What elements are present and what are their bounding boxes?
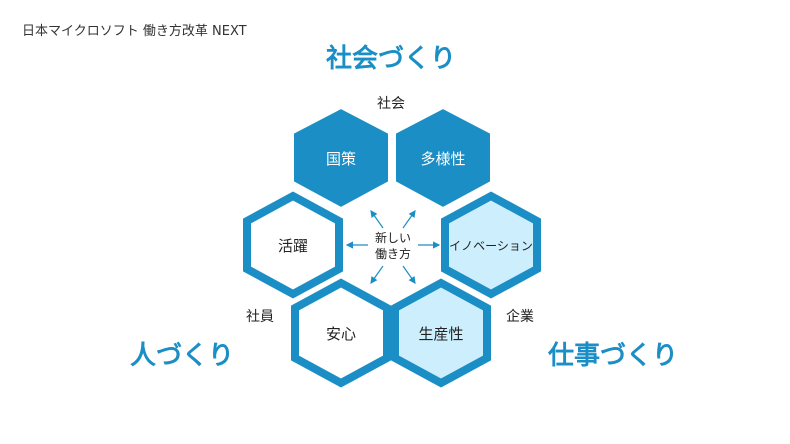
heading-people: 人づくり xyxy=(130,341,235,371)
hex-policy xyxy=(292,106,390,210)
heading-work: 仕事づくり xyxy=(548,341,679,371)
hex-label-policy: 国策 xyxy=(326,150,356,168)
center-line-2: 働き方 xyxy=(375,246,411,261)
center-arrows xyxy=(345,210,441,284)
arrow-up-right xyxy=(402,210,416,229)
hex-productivity xyxy=(391,278,491,388)
hex-safety xyxy=(291,278,391,388)
slide-title: 日本マイクロソフト 働き方改革 NEXT xyxy=(22,24,247,39)
label-employees: 社員 xyxy=(246,309,274,325)
hex-vitality xyxy=(243,191,343,299)
hex-label-safety: 安心 xyxy=(326,325,356,343)
hex-label-vitality: 活躍 xyxy=(278,237,308,255)
arrow-down-left xyxy=(370,265,384,284)
hex-label-productivity: 生産性 xyxy=(418,325,463,343)
arrow-down-right xyxy=(402,265,416,284)
center-line-1: 新しい xyxy=(375,230,411,245)
hex-label-diversity: 多様性 xyxy=(420,150,465,168)
heading-society: 社会づくり xyxy=(326,44,457,74)
arrow-up-left xyxy=(370,210,384,229)
hex-innovation xyxy=(441,191,541,299)
hex-diversity xyxy=(394,106,492,210)
label-company: 企業 xyxy=(506,309,534,325)
label-society: 社会 xyxy=(377,96,405,112)
hex-label-innovation: イノベーション xyxy=(449,239,533,253)
